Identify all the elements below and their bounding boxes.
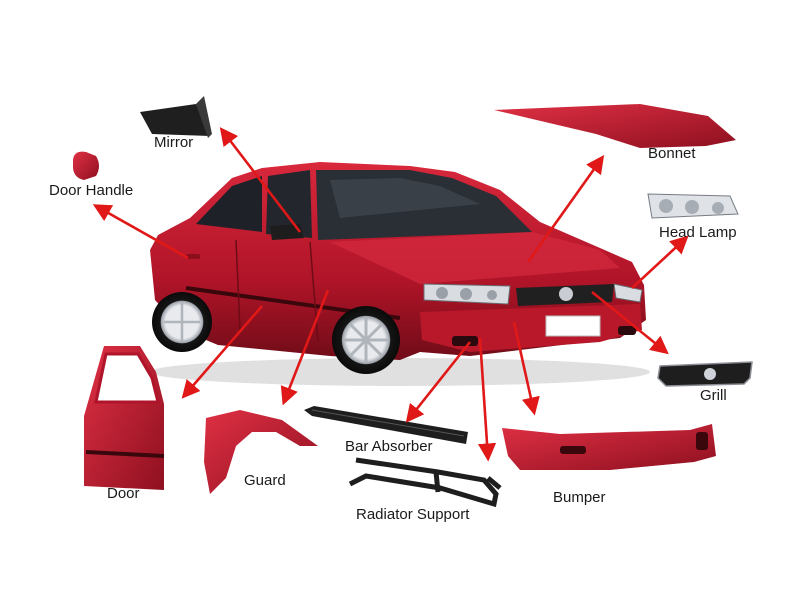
label-radiator-support: Radiator Support <box>356 506 470 523</box>
label-mirror: Mirror <box>154 134 194 151</box>
label-head-lamp: Head Lamp <box>659 224 737 241</box>
label-door: Door <box>107 485 140 502</box>
arrow-bumper <box>512 321 540 416</box>
arrow-bar-absorber <box>405 341 472 423</box>
arrow-radiator-support <box>477 337 497 462</box>
bonnet-part <box>494 104 736 148</box>
bumper-part <box>502 424 716 470</box>
arrow-guard <box>280 289 330 406</box>
label-door-handle: Door Handle <box>49 182 134 199</box>
arrow-bonnet <box>526 155 605 263</box>
arrow-grill <box>591 290 669 355</box>
arrow-mirror <box>219 127 302 233</box>
arrow-head-lamp <box>631 235 689 289</box>
label-bar-absorber: Bar Absorber <box>345 438 433 455</box>
door-part <box>84 346 165 490</box>
bar-absorber-part <box>304 406 468 444</box>
pointer-arrows <box>92 127 689 462</box>
head-lamp-part <box>647 193 739 219</box>
label-bonnet: Bonnet <box>648 145 696 162</box>
mirror-part <box>140 96 212 138</box>
grill-part <box>657 361 753 387</box>
radiator-support-part <box>348 457 502 508</box>
door-handle-part <box>73 151 99 180</box>
label-guard: Guard <box>244 472 286 489</box>
guard-part <box>204 410 318 494</box>
label-bumper: Bumper <box>553 489 606 506</box>
arrow-door-handle <box>92 204 189 260</box>
arrow-door <box>181 305 263 399</box>
label-grill: Grill <box>700 387 727 404</box>
car <box>150 162 650 386</box>
